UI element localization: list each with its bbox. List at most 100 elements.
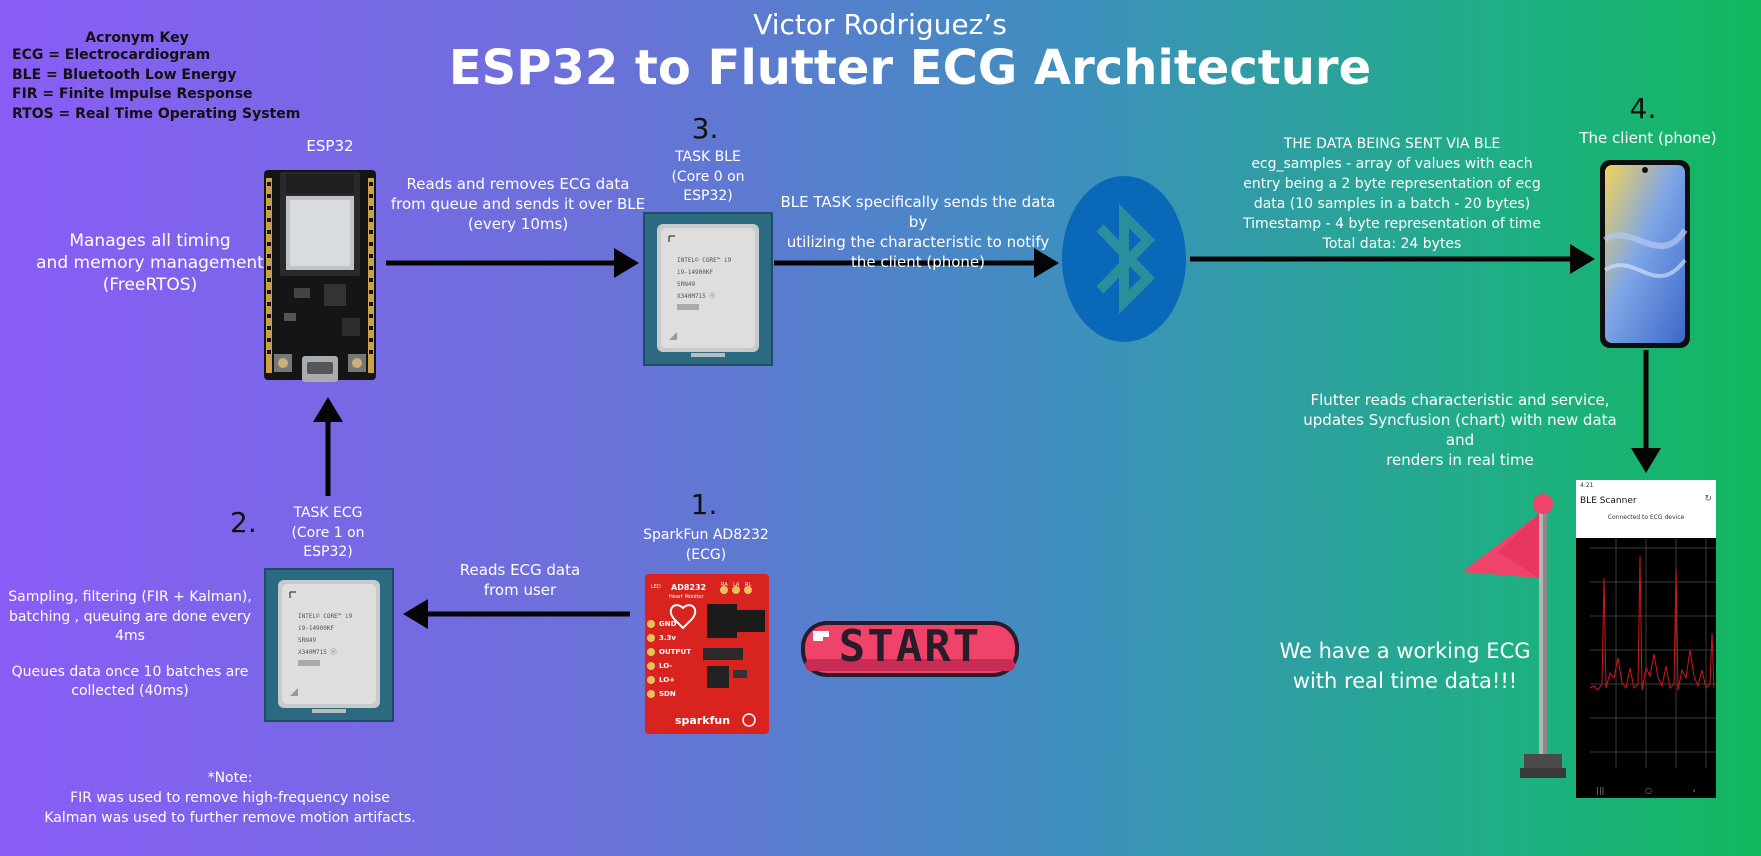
task-ecg-label-line: TASK ECG <box>293 505 363 521</box>
payload-line: THE DATA BEING SENT VIA BLE <box>1283 136 1501 152</box>
chip-text: INTEL© CORE™ i9 <box>677 257 732 264</box>
app-title: BLE Scanner <box>1580 496 1637 506</box>
flutter-line: renders in real time <box>1386 451 1534 469</box>
client-label: The client (phone) <box>1579 129 1717 147</box>
start-button-label: START <box>838 621 982 672</box>
caption-line: BLE TASK specifically sends the data by <box>780 193 1056 231</box>
note-line: *Note: <box>207 770 253 786</box>
board-text: LED <box>651 584 661 590</box>
task-ecg-desc-line: Sampling, filtering (FIR + Kalman), <box>8 589 252 605</box>
status-time: 4:21 <box>1580 482 1594 489</box>
working-line: with real time data!!! <box>1292 669 1518 693</box>
start-button[interactable]: START <box>795 615 1025 683</box>
task-ecg-label-line: ESP32) <box>303 544 353 560</box>
task-ble-label-line: (Core 0 on <box>671 168 745 185</box>
payload-line: data (10 samples in a batch - 20 bytes) <box>1253 196 1531 212</box>
board-text: SDN <box>659 690 676 698</box>
chip-text: i9-14900KF <box>298 625 335 632</box>
payload-line: Total data: 24 bytes <box>1322 236 1462 252</box>
esp32-board-image <box>264 170 376 382</box>
chip-text: X340M715 ⓔ <box>677 292 716 300</box>
task-ecg-number: 2. <box>230 506 257 539</box>
ble-to-bluetooth-caption: BLE TASK specifically sends the data by … <box>776 192 1060 272</box>
task-ecg-desc-line: batching , queuing are done every 4ms <box>9 608 251 645</box>
task-ecg-desc-line: collected (40ms) <box>71 683 189 699</box>
task-ecg-chip-image: INTEL© CORE™ i9 i9-14900KF SRN49 X340M71… <box>264 568 394 722</box>
esp32-description: Manages all timing and memory management… <box>20 230 280 296</box>
caption-line: the client (phone) <box>851 253 985 271</box>
board-text: Heart Monitor <box>669 594 704 600</box>
note-line: FIR was used to remove high-frequency no… <box>70 790 390 806</box>
acronym-key: Acronym Key ECG = Electrocardiogram BLE … <box>12 30 301 124</box>
acronym-line: RTOS = Real Time Operating System <box>12 105 301 122</box>
working-message: We have a working ECG with real time dat… <box>1270 636 1540 696</box>
board-text: RL <box>745 582 751 588</box>
task-ble-label-line: TASK BLE <box>675 149 741 165</box>
esp32-desc-line: Manages all timing <box>69 231 231 251</box>
esp32-desc-line: and memory management <box>36 253 264 273</box>
sensor-label: SparkFun AD8232 (ECG) <box>636 526 776 565</box>
flutter-description: Flutter reads characteristic and service… <box>1290 390 1630 470</box>
esp32-label: ESP32 <box>306 137 354 155</box>
payload-line: entry being a 2 byte representation of e… <box>1243 176 1541 192</box>
android-nav-bar: ||| ○ ‹ <box>1576 782 1716 798</box>
caption-line: from user <box>483 581 557 599</box>
connection-status: Connected to ECG device <box>1607 514 1685 521</box>
chip-text: SRN49 <box>298 637 316 644</box>
board-text: LA <box>733 582 740 588</box>
refresh-icon[interactable]: ↻ <box>1704 494 1712 504</box>
phone-image <box>1600 160 1690 348</box>
board-text: LO+ <box>659 676 675 684</box>
board-text: LO- <box>659 662 672 670</box>
note-line: Kalman was used to further remove motion… <box>44 810 416 826</box>
flag-icon <box>1462 494 1566 778</box>
app-header: 4:21 BLE Scanner ↻ Connected to ECG devi… <box>1576 480 1716 538</box>
caption-line: from queue and sends it over BLE <box>390 195 646 213</box>
board-text: RA <box>721 582 728 588</box>
esp32-to-ble-caption: Reads and removes ECG data from queue an… <box>390 174 646 234</box>
ad8232-board-image: AD8232 Heart Monitor LED RA LA RL GND 3.… <box>645 574 769 734</box>
sensor-label-line: SparkFun AD8232 <box>643 527 769 543</box>
recents-icon[interactable]: ||| <box>1596 785 1605 795</box>
sensor-label-line: (ECG) <box>685 546 727 563</box>
chip-text: X340M715 ⓔ <box>298 648 337 656</box>
payload-line: Timestamp - 4 byte representation of tim… <box>1243 216 1541 232</box>
subtitle: Victor Rodriguez’s <box>753 8 1007 41</box>
esp32-desc-line: (FreeRTOS) <box>102 275 198 295</box>
board-text: GND <box>659 620 677 628</box>
spacer <box>0 647 260 663</box>
payload-line: ecg_samples - array of values with each <box>1251 156 1533 172</box>
board-text: sparkfun <box>675 714 730 727</box>
home-icon[interactable]: ○ <box>1644 785 1652 795</box>
caption-line: utilizing the characteristic to notify <box>786 233 1050 251</box>
app-screenshot: 4:21 BLE Scanner ↻ Connected to ECG devi… <box>1576 480 1716 798</box>
working-line: We have a working ECG <box>1279 639 1531 663</box>
caption-line: Reads and removes ECG data <box>406 175 630 193</box>
ble-payload-description: THE DATA BEING SENT VIA BLE ecg_samples … <box>1224 134 1560 254</box>
task-ble-label-line: ESP32) <box>683 188 733 204</box>
sensor-number: 1. <box>690 488 718 521</box>
chip-text: INTEL© CORE™ i9 <box>298 613 353 620</box>
sensor-to-ecg-caption: Reads ECG data from user <box>440 560 600 600</box>
board-text: OUTPUT <box>659 648 691 656</box>
task-ecg-description: Sampling, filtering (FIR + Kalman), batc… <box>0 588 260 702</box>
acronym-key-title: Acronym Key <box>85 30 189 46</box>
client-number: 4. <box>1629 92 1657 125</box>
ecg-chart <box>1589 538 1716 768</box>
flutter-line: Flutter reads characteristic and service… <box>1310 391 1610 409</box>
task-ble-label: TASK BLE (Core 0 on ESP32) <box>648 148 768 207</box>
note: *Note: FIR was used to remove high-frequ… <box>30 768 430 828</box>
board-text: 3.3v <box>659 634 676 642</box>
acronym-line: ECG = Electrocardiogram <box>12 47 211 63</box>
chip-text: SRN49 <box>677 281 695 288</box>
chip-text: i9-14900KF <box>677 269 714 276</box>
task-ecg-label-line: (Core 1 on <box>291 524 365 541</box>
back-icon[interactable]: ‹ <box>1692 785 1696 795</box>
task-ble-chip-image: INTEL© CORE™ i9 i9-14900KF SRN49 X340M71… <box>643 212 773 366</box>
caption-line: (every 10ms) <box>467 215 569 233</box>
page-title: ESP32 to Flutter ECG Architecture <box>448 40 1372 96</box>
flutter-line: updates Syncfusion (chart) with new data… <box>1303 411 1617 449</box>
caption-line: Reads ECG data <box>459 561 581 579</box>
acronym-line: BLE = Bluetooth Low Energy <box>12 66 237 83</box>
